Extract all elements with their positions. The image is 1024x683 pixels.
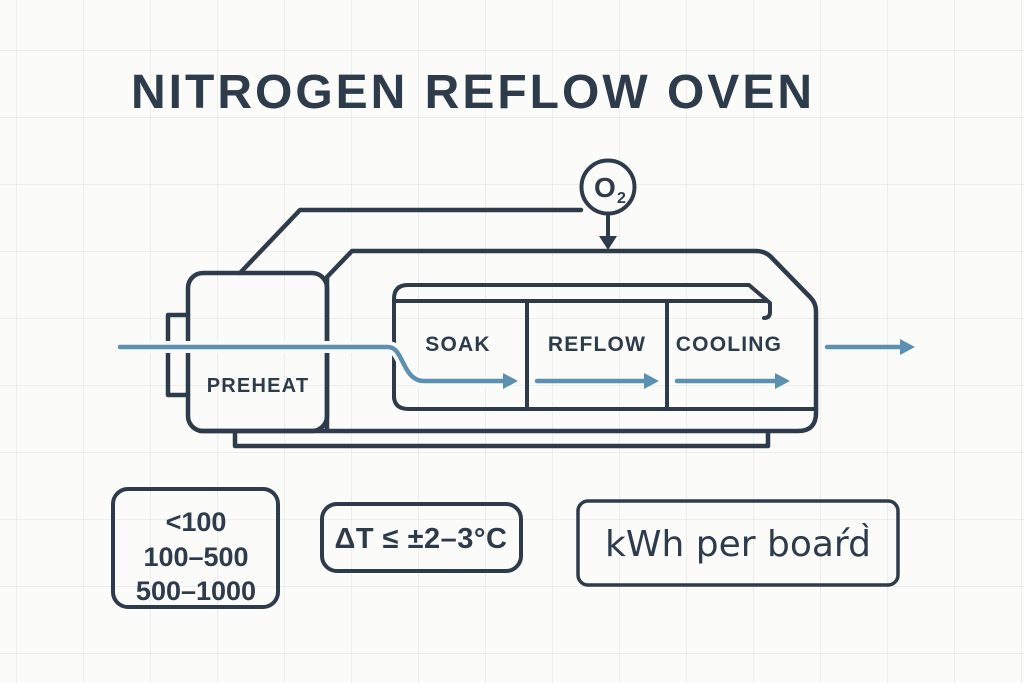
conveyor-entry-arrowhead <box>503 373 518 389</box>
oven-base-plate <box>232 430 771 449</box>
delta-t-value: ΔT ≤ ±2–3°C <box>335 523 508 555</box>
energy-box <box>576 499 900 587</box>
zone-label-reflow: REFLOW <box>548 333 646 356</box>
reflow-flow-arrowhead <box>644 373 659 389</box>
o2-symbol: O <box>594 172 616 203</box>
ppm-range-line-1: <100 <box>166 507 227 537</box>
zone-frame-bottom <box>392 394 818 411</box>
ppm-range-line-2: 100–500 <box>143 542 248 572</box>
gas-feed-pipe <box>237 207 584 276</box>
zone-label-cooling: COOLING <box>676 333 782 356</box>
cooling-flow-arrowhead <box>775 373 790 389</box>
zone-label-soak: SOAK <box>425 333 490 356</box>
energy-value: kWh per boaŕd̀ <box>605 522 871 565</box>
inlet-bracket-shape <box>165 312 191 398</box>
tunnel-liner-outline <box>392 283 772 400</box>
oven-body-outline <box>197 248 819 434</box>
o2-inlet-arrowhead <box>599 236 617 250</box>
zone-label-preheat: PREHEAT <box>207 375 309 397</box>
delta-t-box <box>320 502 523 573</box>
o2-inlet-circle <box>579 158 637 216</box>
conveyor-exit-arrowhead <box>900 339 915 355</box>
diagram-title: NITROGEN REFLOW OVEN <box>131 66 815 119</box>
o2-subscript: 2 <box>617 190 626 207</box>
conveyor-entry-path <box>117 344 506 384</box>
ppm-range-line-3: 500–1000 <box>136 576 256 606</box>
ppm-ranges-box <box>111 487 280 609</box>
